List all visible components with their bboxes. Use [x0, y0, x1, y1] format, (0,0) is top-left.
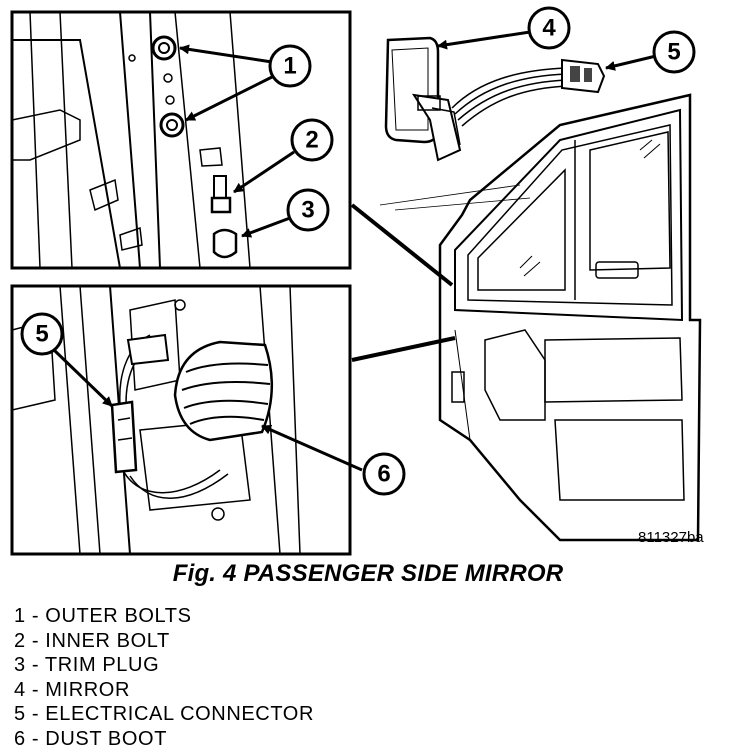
- callout-2: 2: [290, 118, 334, 162]
- arrow-5-top: [605, 54, 657, 71]
- callout-2-label: 2: [305, 127, 318, 154]
- callout-5-bottom: 5: [20, 312, 64, 356]
- mirror-diagram: 1 2 3 4 5 5 6 811327ba: [10, 6, 704, 556]
- legend-item: 4 - MIRROR: [14, 678, 130, 701]
- door-illustration: [379, 36, 702, 542]
- arrow-1a: [179, 44, 273, 64]
- arrow-4: [437, 30, 531, 50]
- callout-arrows: [52, 30, 657, 472]
- legend-item: 6 - DUST BOOT: [14, 727, 168, 750]
- callout-3-label: 3: [301, 197, 314, 224]
- arrow-1b: [185, 74, 275, 122]
- legend-item: 1 - OUTER BOLTS: [14, 605, 192, 627]
- callout-6-label: 6: [377, 461, 390, 488]
- legend-item: 5 - ELECTRICAL CONNECTOR: [14, 703, 315, 726]
- arrow-3: [241, 216, 291, 238]
- connector-top: [561, 58, 606, 94]
- arrow-5-bottom: [52, 348, 114, 408]
- callout-4: 4: [527, 6, 571, 50]
- callout-3: 3: [286, 188, 330, 232]
- arrow-2: [233, 150, 295, 194]
- callout-1: 1: [268, 44, 312, 88]
- figure-caption: Fig. 4 PASSENGER SIDE MIRROR: [172, 560, 564, 587]
- callout-1-label: 1: [283, 53, 296, 80]
- parts-legend: 1 - OUTER BOLTS 2 - INNER BOLT 3 - TRIM …: [14, 604, 314, 752]
- callout-5-top-label: 5: [667, 39, 680, 66]
- callout-6: 6: [362, 452, 406, 496]
- inset-leader-lines: [350, 203, 456, 362]
- legend-item: 3 - TRIM PLUG: [14, 654, 160, 677]
- bottom-inset: [10, 284, 352, 556]
- callout-5-bottom-label: 5: [35, 321, 48, 348]
- arrow-6: [261, 424, 363, 472]
- figure-code: 811327ba: [638, 529, 704, 546]
- callout-5-top: 5: [652, 30, 696, 74]
- callout-4-label: 4: [542, 15, 556, 42]
- legend-item: 2 - INNER BOLT: [14, 629, 170, 652]
